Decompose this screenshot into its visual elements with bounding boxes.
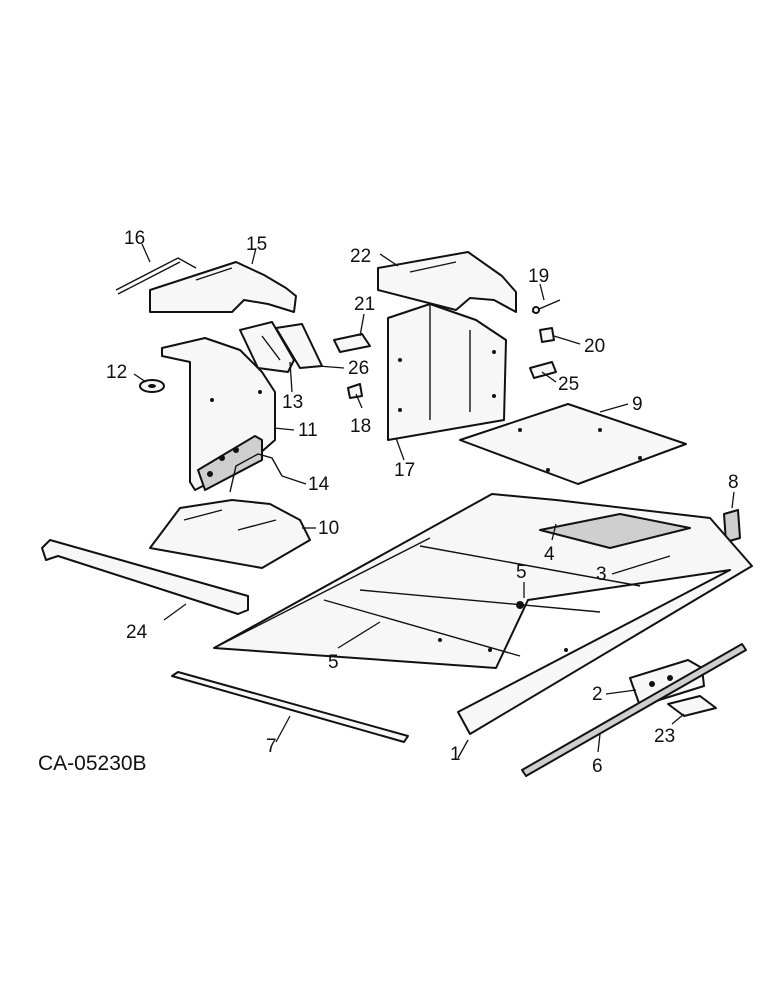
part-14-u-bracket [229,453,283,493]
callout-17: 17 [394,460,415,481]
callout-21: 21 [354,294,375,315]
part-10-base-bracket [149,499,311,569]
part-6-strip [521,643,747,777]
part-7-strip [171,671,409,743]
part-20-clip [539,327,555,343]
callout-18: 18 [350,416,371,437]
leader-lines [133,243,735,759]
callout-4: 4 [544,544,555,565]
part-21-plate [333,333,371,353]
callouts: 16 15 12 13 26 11 14 10 24 22 19 21 20 2… [106,228,739,777]
callout-11: 11 [298,420,318,441]
part-19-pin [531,299,561,314]
part-18-clip [347,383,363,399]
callout-15: 15 [246,234,267,255]
part-1-frame [213,493,753,735]
part-16-lever-rod [115,257,197,295]
callout-3: 3 [596,564,607,585]
part-24-tube-bar [41,539,249,615]
callout-1: 1 [450,744,461,765]
drawing-code: CA-05230B [38,752,147,775]
part-17-right-panel [387,303,507,441]
part-9-floor-plate [459,403,687,485]
callout-24: 24 [126,622,148,643]
callout-19: 19 [528,266,549,287]
part-15-left-cover [149,261,297,313]
part-22-right-cover [377,251,517,313]
callout-6: 6 [592,756,603,777]
callout-7: 7 [266,736,277,757]
callout-20: 20 [584,336,605,357]
callout-10: 10 [318,518,339,539]
part-8-block [723,509,741,543]
callout-5-upper: 5 [516,562,527,583]
callout-5-lower: 5 [328,652,339,673]
callout-9: 9 [632,394,643,415]
callout-26: 26 [348,358,369,379]
callout-23: 23 [654,726,675,747]
callout-13: 13 [282,392,303,413]
callout-8: 8 [728,472,739,493]
part-11-left-panel [161,337,276,491]
part-2-hinge [629,659,705,707]
callout-14: 14 [308,474,330,495]
part-25-latch [529,361,557,379]
callout-22: 22 [350,246,371,267]
callout-16: 16 [124,228,145,249]
part-12-grommet [139,379,165,393]
callout-25: 25 [558,374,579,395]
part-23-plate [667,695,717,717]
callout-12: 12 [106,362,127,383]
callout-2: 2 [592,684,603,705]
